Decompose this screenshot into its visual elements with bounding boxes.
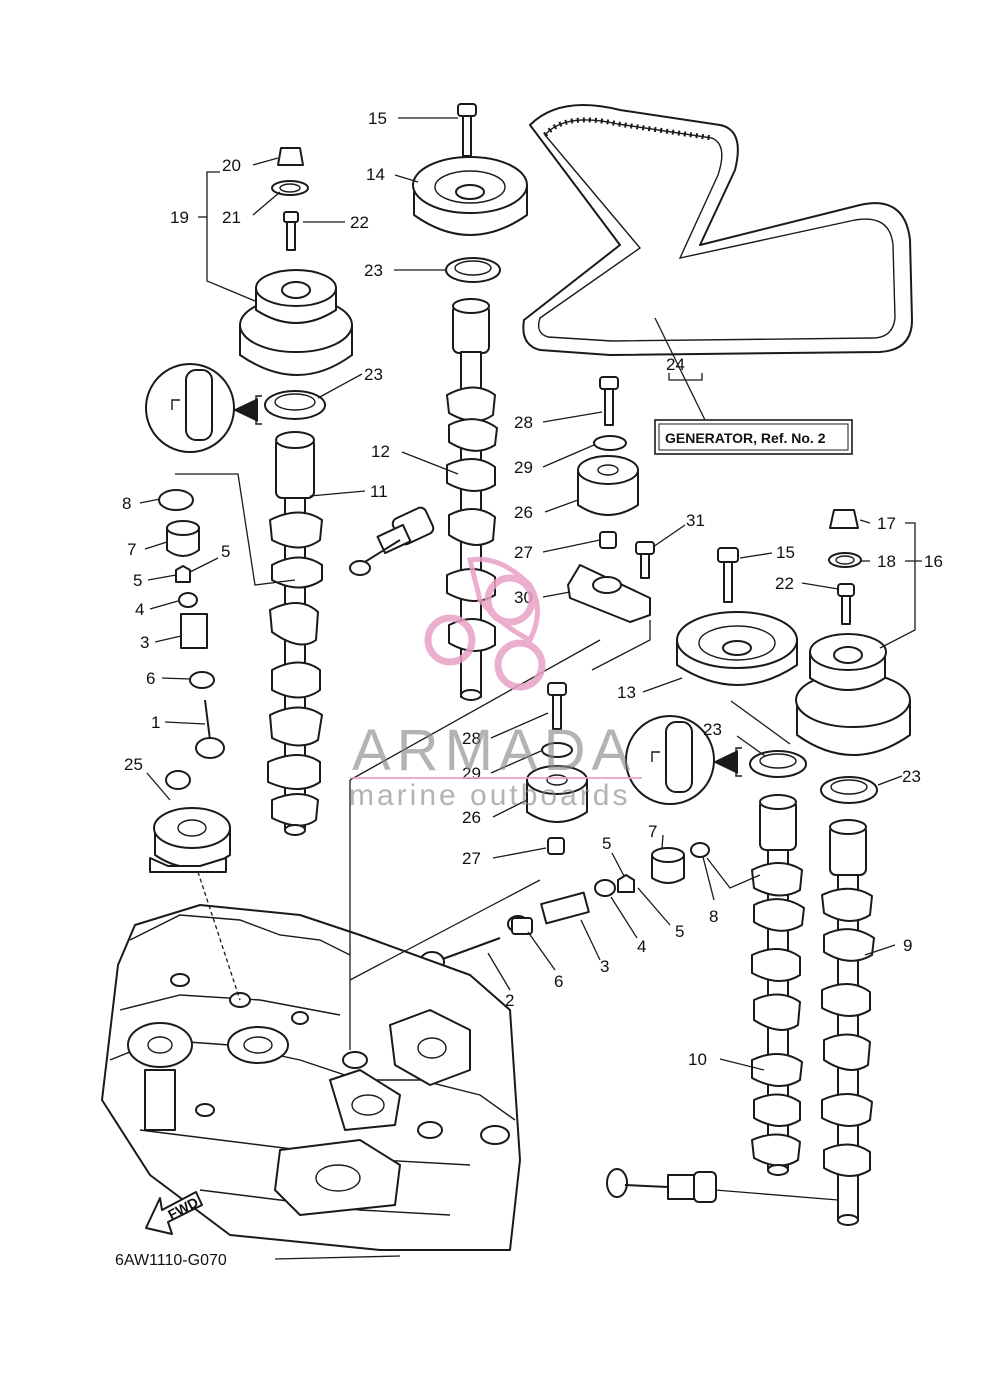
callout-labels: 15 14 20 19 21 22 23 23 12 11 8 7 5 5 4 …	[122, 109, 943, 1069]
callout-11: 11	[370, 482, 388, 501]
generator-note: GENERATOR, Ref. No. 2	[654, 419, 853, 455]
camshaft-10	[751, 794, 805, 1176]
fwd-arrow: FWD	[145, 1191, 203, 1235]
callout-5: 5	[675, 922, 684, 941]
callout-31: 31	[686, 511, 705, 530]
callout-8: 8	[122, 494, 131, 513]
callout-15: 15	[776, 543, 795, 562]
callout-22: 22	[775, 574, 794, 593]
callout-20: 20	[222, 156, 241, 175]
right-pulley-13	[676, 547, 798, 686]
callout-7: 7	[648, 822, 657, 841]
callout-28: 28	[462, 729, 481, 748]
callout-25: 25	[124, 755, 143, 774]
callout-21: 21	[222, 208, 241, 227]
generator-note-text: GENERATOR, Ref. No. 2	[665, 430, 826, 446]
diagram-code: 6AW1110-G070	[115, 1252, 227, 1269]
right-vvt-pulley-assembly	[749, 509, 911, 804]
callout-23: 23	[364, 261, 383, 280]
detail-view-right	[625, 715, 742, 805]
callout-23: 23	[364, 365, 383, 384]
callout-8: 8	[709, 907, 718, 926]
left-vvt-pulley-assembly	[239, 147, 353, 420]
watermark-subtitle: marine outboards	[349, 779, 630, 812]
callout-26: 26	[514, 503, 533, 522]
callout-29: 29	[514, 458, 533, 477]
idler-assembly-upper	[567, 376, 655, 623]
leader-lines	[139, 117, 922, 1260]
valve-parts-right	[419, 842, 717, 1203]
watermark-logo	[424, 556, 546, 691]
center-pulley-assembly	[412, 103, 528, 283]
armada-watermark: ARMADA marine outboards	[349, 556, 642, 812]
callout-18: 18	[877, 552, 896, 571]
valve-assembly-center	[349, 506, 435, 576]
callout-5: 5	[602, 834, 611, 853]
tensioner-25	[149, 770, 231, 873]
callout-24: 24	[666, 355, 685, 374]
callout-5: 5	[221, 542, 230, 561]
callout-23: 23	[902, 767, 921, 786]
camshaft-11	[267, 431, 323, 836]
callout-27: 27	[514, 543, 533, 562]
callout-5: 5	[133, 571, 142, 590]
callout-2: 2	[505, 991, 514, 1010]
valve-parts-left	[158, 489, 225, 759]
callout-10: 10	[688, 1050, 707, 1069]
callout-26: 26	[462, 808, 481, 827]
callout-15: 15	[368, 109, 387, 128]
callout-3: 3	[140, 633, 149, 652]
detail-view-left	[145, 363, 262, 453]
callout-3: 3	[600, 957, 609, 976]
callout-4: 4	[135, 600, 144, 619]
callout-13: 13	[617, 683, 636, 702]
callout-9: 9	[903, 936, 912, 955]
watermark-title: ARMADA	[352, 718, 636, 783]
callout-6: 6	[146, 669, 155, 688]
callout-6: 6	[554, 972, 563, 991]
callout-12: 12	[371, 442, 390, 461]
callout-22: 22	[350, 213, 369, 232]
callout-28: 28	[514, 413, 533, 432]
callout-1: 1	[151, 713, 160, 732]
callout-17: 17	[877, 514, 896, 533]
camshaft-9	[821, 819, 875, 1226]
callout-16: 16	[924, 552, 943, 571]
cylinder-head	[101, 904, 521, 1251]
timing-belt	[522, 104, 913, 356]
callout-27: 27	[462, 849, 481, 868]
callout-23: 23	[703, 720, 722, 739]
callout-7: 7	[127, 540, 136, 559]
callout-14: 14	[366, 165, 385, 184]
camshaft-12	[446, 298, 498, 701]
callout-19: 19	[170, 208, 189, 227]
callout-4: 4	[637, 937, 646, 956]
idler-assembly-lower	[526, 682, 588, 855]
